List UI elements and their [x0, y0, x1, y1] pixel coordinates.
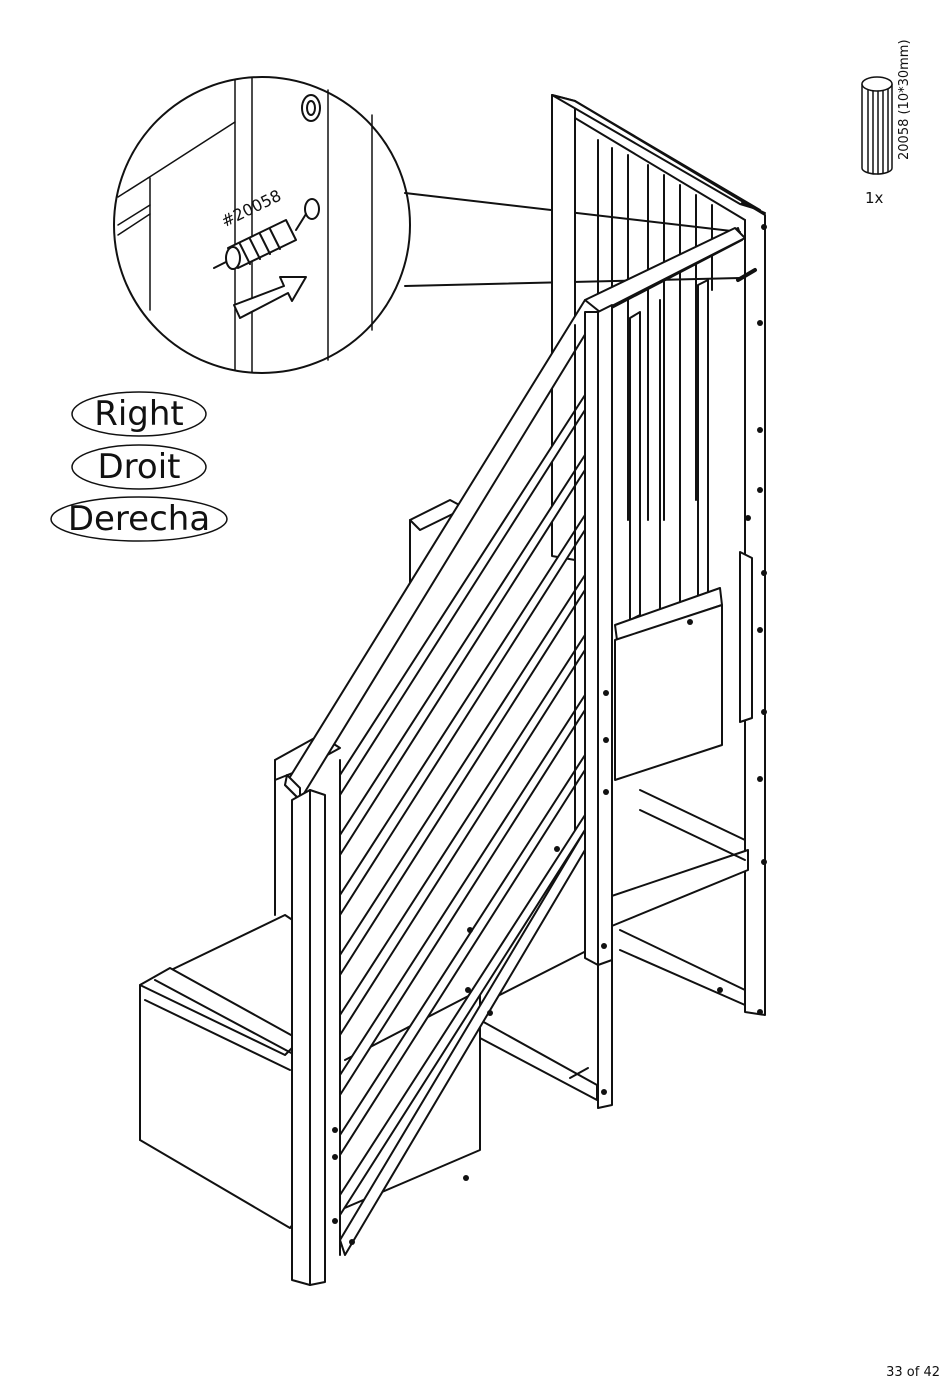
- label-derecha: Derecha: [51, 502, 227, 536]
- part-quantity: 1x: [865, 189, 883, 207]
- page-number: 33 of 42: [886, 1365, 940, 1380]
- detail-callout: [114, 77, 740, 373]
- part-code: 20058 (10*30mm): [897, 39, 912, 160]
- dowel-icon: [862, 77, 892, 174]
- label-right: Right: [72, 397, 206, 431]
- label-droit: Droit: [72, 450, 206, 484]
